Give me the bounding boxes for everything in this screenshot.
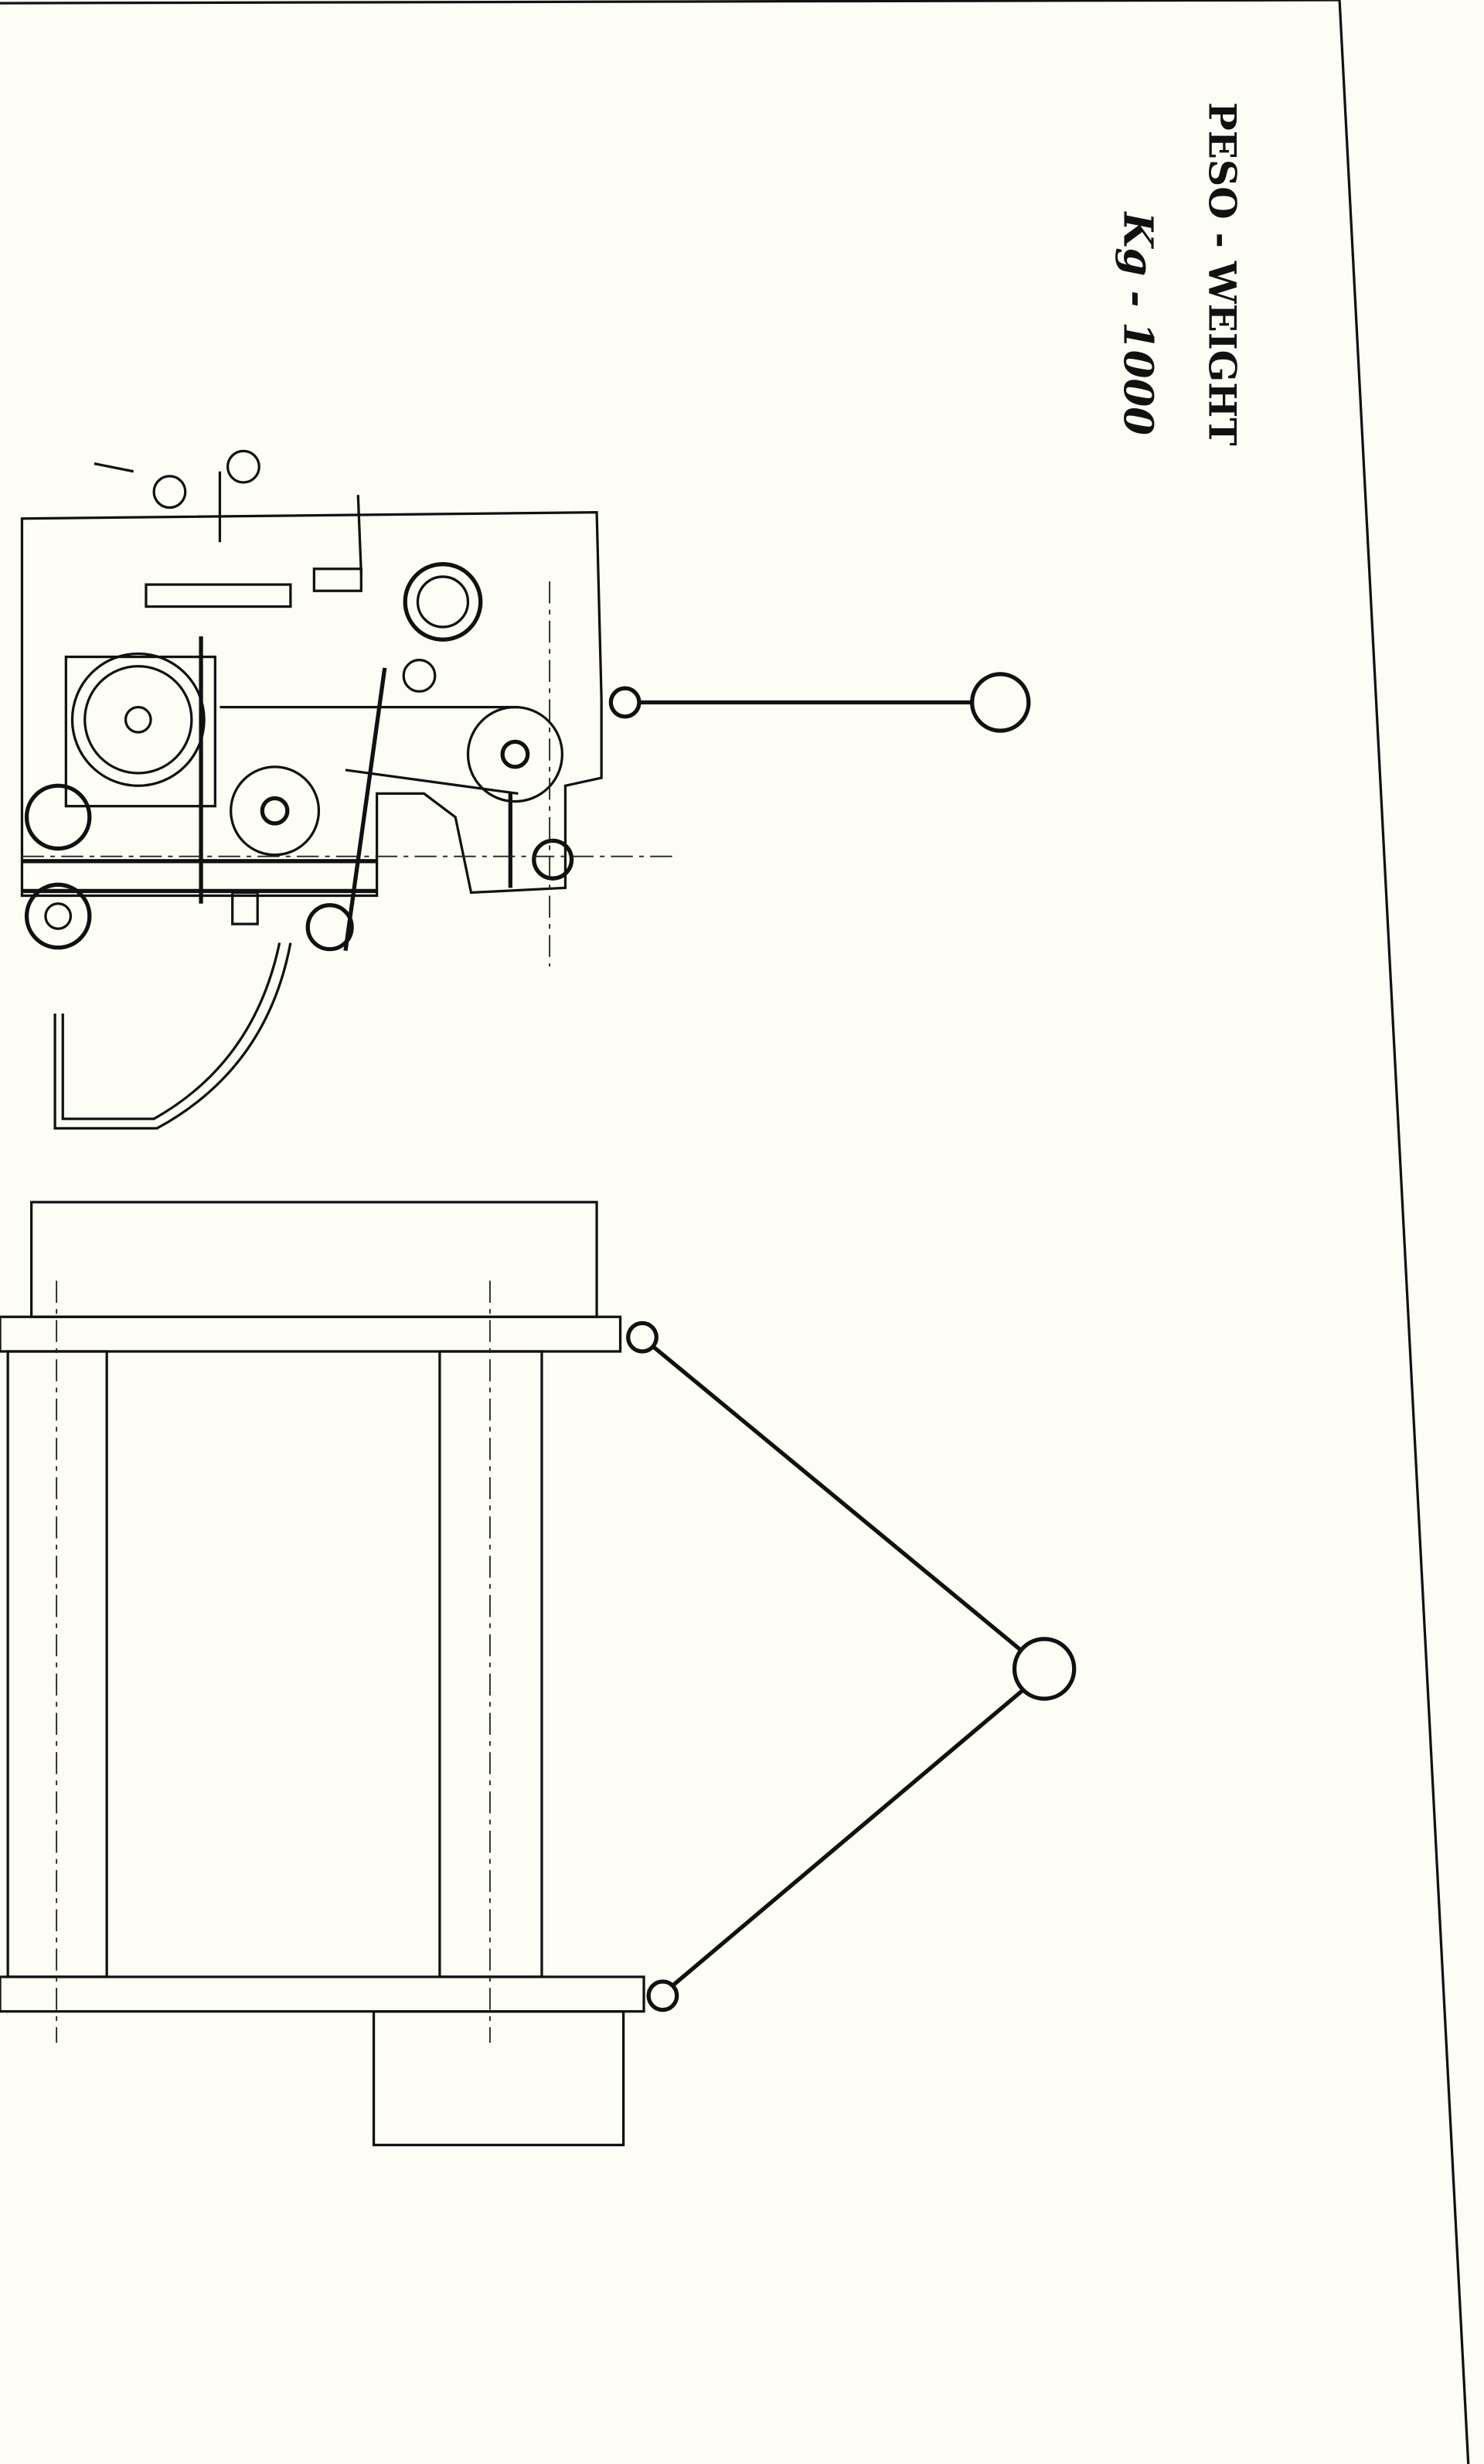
weight-value: Kg - 1000: [1115, 210, 1162, 435]
shackle-circle: [608, 686, 642, 719]
weight-label: PESO - WEIGHT Kg - 1000: [1115, 102, 1245, 446]
top-lifting-sling: [608, 672, 1031, 733]
hook-ring: [970, 672, 1031, 733]
weight-title: PESO - WEIGHT: [1200, 102, 1244, 446]
bottom-lifting-sling: [626, 1321, 1077, 2012]
hook-ring: [1012, 1637, 1077, 1701]
shackle-circle: [626, 1321, 659, 1354]
machine-top-view: [0, 1201, 645, 2147]
shackle-circle: [646, 1979, 679, 2012]
machine-side-view: [20, 449, 676, 1130]
